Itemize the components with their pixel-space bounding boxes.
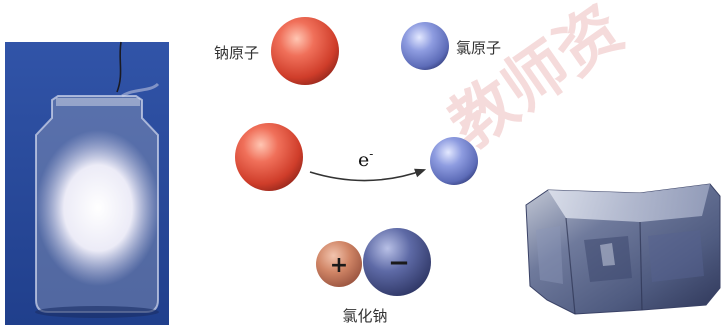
negative-sign: −	[388, 248, 410, 278]
watermark: 教师资	[437, 0, 637, 163]
electron-transfer: e-	[235, 123, 478, 191]
sodium-chloride-ion-pair: + − 氯化钠	[316, 228, 431, 325]
chloride-ion-sphere	[363, 228, 431, 296]
watermark-text: 教师资	[437, 0, 637, 163]
electron-arrow	[309, 168, 427, 182]
electron-symbol: e-	[358, 147, 373, 171]
sodium-atom-label: 钠原子	[214, 44, 259, 62]
positive-sign: +	[330, 253, 348, 278]
sodium-atom-sphere-2	[235, 123, 303, 191]
chlorine-atom-sphere	[401, 22, 449, 70]
chlorine-atom-sphere-2	[430, 137, 478, 185]
sodium-atom: 钠原子	[214, 17, 339, 85]
sodium-ion-sphere	[316, 241, 362, 287]
chlorine-atom: 氯原子	[401, 22, 501, 70]
sodium-atom-sphere	[271, 17, 339, 85]
gas-jar-photo	[5, 41, 169, 325]
sodium-chloride-label: 氯化钠	[342, 307, 387, 325]
salt-crystal-photo	[525, 183, 721, 315]
chlorine-atom-label: 氯原子	[456, 39, 501, 57]
